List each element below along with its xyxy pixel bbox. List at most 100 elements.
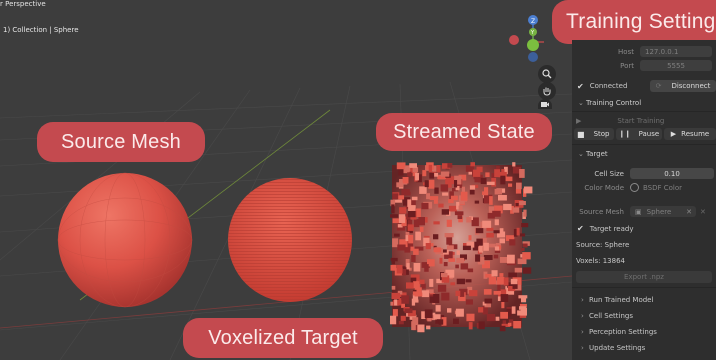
streamed-voxel: [406, 263, 410, 270]
pan-hand-icon[interactable]: [538, 82, 556, 100]
streamed-voxel: [413, 281, 420, 287]
update-settings-section[interactable]: Update Settings: [589, 344, 646, 352]
stop-icon: ■: [577, 129, 585, 139]
streamed-voxel: [489, 196, 493, 205]
close-icon[interactable]: ✕: [700, 207, 706, 216]
target-header[interactable]: Target: [586, 150, 608, 158]
streamed-voxel: [466, 217, 472, 223]
streamed-voxel: [441, 292, 450, 301]
check-icon: ✔: [577, 224, 584, 233]
streamed-voxel: [484, 298, 493, 304]
streamed-voxel: [415, 172, 419, 181]
source-mesh-value: Sphere: [646, 207, 672, 216]
streamed-voxel: [403, 197, 410, 206]
streamed-voxel: [446, 219, 452, 227]
streamed-voxel: [488, 206, 495, 214]
clear-icon[interactable]: ✕: [686, 207, 692, 216]
streamed-voxel: [505, 235, 515, 241]
streamed-voxel: [434, 187, 439, 194]
axis-gizmo[interactable]: Z Y: [506, 12, 556, 68]
streamed-voxel: [390, 199, 396, 207]
streamed-voxel: [396, 162, 406, 170]
streamed-voxel: [491, 173, 496, 179]
color-mode-icon: [630, 183, 639, 192]
streamed-voxel: [391, 258, 395, 265]
chevron-down-icon: ⌄: [578, 99, 584, 107]
chevron-right-icon: ›: [581, 296, 584, 304]
streamed-voxel: [442, 163, 451, 169]
streamed-voxel: [500, 175, 506, 185]
streamed-voxel: [409, 163, 417, 168]
color-mode-value: BSDF Color: [643, 183, 683, 192]
streamed-voxel: [457, 213, 463, 219]
streamed-voxel: [483, 242, 489, 251]
streamed-voxel: [400, 315, 406, 321]
streamed-voxel: [412, 294, 419, 302]
streamed-voxel: [390, 214, 399, 218]
host-label: Host: [618, 47, 634, 56]
streamed-voxel: [486, 314, 496, 322]
pause-icon: ❙❙: [618, 130, 631, 138]
streamed-voxel: [510, 278, 518, 285]
port-field[interactable]: 5555: [640, 60, 712, 71]
streamed-voxel: [483, 289, 492, 295]
training-control-header[interactable]: Training Control: [586, 99, 642, 107]
streamed-voxel: [429, 172, 435, 179]
streamed-voxel: [465, 165, 475, 172]
streamed-voxel: [476, 238, 483, 246]
streamed-voxel: [407, 224, 414, 231]
stop-label: Stop: [593, 130, 610, 138]
streamed-voxel: [504, 166, 508, 175]
streamed-voxel: [436, 278, 444, 284]
source-mesh-field[interactable]: ▣ Sphere ✕: [630, 206, 696, 217]
streamed-voxel: [441, 209, 449, 215]
streamed-voxel: [414, 292, 423, 297]
start-training-button[interactable]: Start Training: [617, 117, 665, 125]
streamed-voxel: [493, 254, 499, 259]
streamed-voxel: [488, 276, 496, 285]
streamed-voxel: [488, 243, 496, 248]
streamed-voxel: [445, 182, 452, 188]
mesh-icon: ▣: [635, 207, 642, 216]
streamed-voxel: [439, 257, 443, 264]
source-sphere: [57, 172, 193, 308]
streamed-voxel: [432, 165, 437, 172]
streamed-voxel: [505, 176, 513, 182]
play-icon: ▶: [576, 117, 582, 125]
streamed-voxel: [510, 205, 514, 214]
streamed-voxel: [500, 311, 508, 319]
color-mode-dropdown[interactable]: BSDF Color: [630, 182, 714, 193]
streamed-voxel: [411, 255, 416, 262]
streamed-voxel: [393, 199, 403, 203]
streamed-voxel: [515, 284, 522, 291]
streamed-voxel: [422, 170, 427, 177]
streamed-voxel: [482, 301, 487, 306]
stop-button[interactable]: ■ Stop: [574, 128, 614, 140]
streamed-voxel: [456, 201, 460, 210]
streamed-voxel: [483, 255, 493, 260]
3d-viewport[interactable]: r Perspective 1) Collection | Sphere Z Y…: [0, 0, 572, 360]
cell-settings-section[interactable]: Cell Settings: [589, 312, 634, 320]
disconnect-button[interactable]: ⟳ Disconnect: [649, 80, 716, 92]
resume-button[interactable]: ▶ Resume: [664, 128, 716, 140]
zoom-icon[interactable]: [538, 65, 556, 83]
perception-settings-section[interactable]: Perception Settings: [589, 328, 657, 336]
cell-size-field[interactable]: 0.10: [630, 168, 714, 179]
streamed-voxel: [516, 182, 522, 190]
streamed-voxel: [522, 243, 528, 248]
streamed-voxel: [483, 194, 493, 204]
streamed-voxel: [507, 282, 515, 288]
streamed-voxel: [423, 237, 430, 246]
streamed-voxel: [477, 257, 485, 265]
streamed-voxel: [497, 284, 501, 291]
export-button[interactable]: Export .npz: [576, 271, 712, 283]
target-ready-status: Target ready: [589, 224, 634, 233]
streamed-voxel: [485, 172, 490, 177]
streamed-voxel: [520, 307, 527, 316]
host-field[interactable]: 127.0.0.1: [640, 46, 712, 57]
pause-button[interactable]: ❙❙ Pause: [616, 128, 662, 140]
run-trained-model-section[interactable]: Run Trained Model: [589, 296, 654, 304]
camera-icon[interactable]: [538, 99, 552, 109]
streamed-voxel: [398, 166, 404, 176]
streamed-voxel: [520, 233, 526, 237]
